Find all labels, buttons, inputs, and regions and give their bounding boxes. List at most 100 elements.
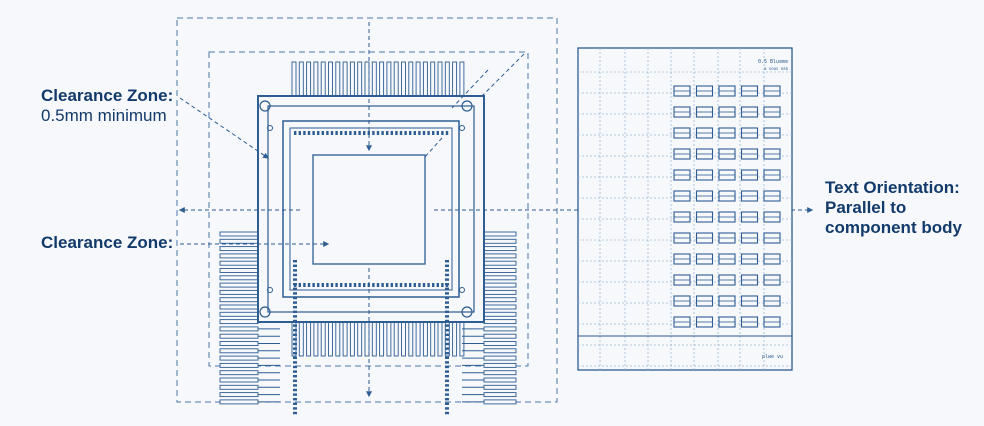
- inner-pad: [445, 347, 449, 350]
- pin-left: [219, 253, 259, 259]
- inner-pad: [436, 283, 439, 287]
- chip-inner-ring: [282, 120, 460, 298]
- pin-bottom: [430, 321, 436, 357]
- inner-pad: [445, 315, 449, 318]
- inner-pad: [445, 361, 449, 364]
- panel-caption-top: 0.5 Blueme: [758, 59, 789, 65]
- inner-pad: [317, 131, 320, 135]
- inner-pad: [298, 131, 301, 135]
- inner-pad: [293, 388, 297, 392]
- pin-bottom: [298, 321, 304, 357]
- pin-right: [483, 370, 517, 376]
- inner-pad: [404, 283, 407, 287]
- inner-pad: [436, 131, 439, 135]
- inner-pad: [358, 283, 361, 287]
- inner-pad: [293, 407, 297, 410]
- pin-bottom: [401, 321, 406, 357]
- pin-left: [219, 384, 259, 390]
- inner-pad: [293, 393, 297, 396]
- inner-pad: [432, 131, 435, 135]
- pin-right: [483, 282, 517, 288]
- inner-pad: [353, 131, 357, 135]
- inner-pad: [293, 338, 297, 341]
- pin-left: [219, 399, 259, 405]
- inner-pad: [303, 131, 306, 135]
- inner-pad: [445, 333, 449, 336]
- text-orientation-line2: Parallel to: [825, 198, 907, 217]
- inner-pad: [293, 292, 297, 295]
- pin-bottom: [452, 321, 458, 357]
- inner-pad: [293, 411, 297, 415]
- inner-pad: [293, 287, 297, 290]
- inner-pad: [363, 283, 366, 287]
- inner-pad: [445, 407, 449, 410]
- inner-pad: [445, 296, 449, 300]
- inner-pad: [445, 365, 449, 369]
- inner-pad: [445, 329, 449, 332]
- inner-pad: [340, 283, 343, 287]
- inner-pad: [326, 283, 329, 287]
- pin-left: [219, 297, 259, 303]
- pin-right: [483, 326, 517, 332]
- inner-pad: [445, 402, 449, 405]
- inner-pad: [441, 131, 444, 135]
- inner-pad: [390, 131, 393, 135]
- inner-pad: [445, 306, 449, 309]
- inner-pad: [326, 131, 329, 135]
- inner-pad: [358, 131, 361, 135]
- pin-left: [219, 392, 259, 398]
- inner-pad: [445, 260, 449, 263]
- inner-pad: [335, 283, 338, 287]
- pin-top: [437, 61, 443, 97]
- inner-pad: [372, 283, 375, 287]
- inner-pad: [413, 131, 416, 135]
- inner-pad: [390, 283, 393, 287]
- inner-pad: [445, 310, 449, 313]
- inner-pad: [353, 283, 357, 287]
- clearance-zone-detail: 0.5mm minimum: [41, 106, 167, 125]
- pin-right: [483, 348, 517, 354]
- inner-pad: [330, 131, 334, 135]
- inner-pad: [330, 283, 334, 287]
- inner-pad: [445, 292, 449, 295]
- inner-pad: [422, 283, 426, 287]
- pin-right: [483, 392, 517, 398]
- pin-left: [219, 268, 259, 273]
- pin-right: [483, 377, 517, 383]
- inner-pad: [445, 131, 449, 135]
- pin-left: [219, 319, 259, 325]
- pin-top: [335, 61, 341, 97]
- inner-pad: [303, 283, 306, 287]
- chip-body-frame: [267, 105, 475, 313]
- inner-pad: [445, 338, 449, 341]
- pin-bottom: [415, 321, 421, 357]
- inner-pad: [445, 273, 449, 277]
- inner-pad: [409, 283, 412, 287]
- inner-pad: [293, 296, 297, 300]
- inner-pad: [298, 283, 301, 287]
- pin-left: [219, 304, 259, 310]
- inner-pad: [293, 319, 297, 323]
- pin-right: [483, 399, 517, 405]
- pin-top: [364, 61, 370, 97]
- pin-right: [483, 231, 517, 237]
- inner-pad: [445, 393, 449, 396]
- inner-pad: [427, 131, 430, 135]
- inner-pad: [344, 131, 347, 135]
- inner-pad: [349, 283, 352, 287]
- inner-pad: [409, 131, 412, 135]
- inner-pad: [445, 342, 449, 346]
- inner-pad: [293, 361, 297, 364]
- pin-left: [219, 326, 259, 332]
- inner-pad: [376, 131, 380, 135]
- inner-pad: [445, 283, 449, 287]
- pin-left: [219, 370, 259, 376]
- clearance-zone-label-2: Clearance Zone:: [41, 233, 173, 253]
- pin-right: [483, 289, 517, 295]
- chip-inner-ring-2: [289, 127, 453, 291]
- pin-bottom: [306, 321, 312, 357]
- pin-bottom: [393, 321, 399, 357]
- inner-pad: [422, 131, 426, 135]
- inner-pad: [293, 370, 297, 373]
